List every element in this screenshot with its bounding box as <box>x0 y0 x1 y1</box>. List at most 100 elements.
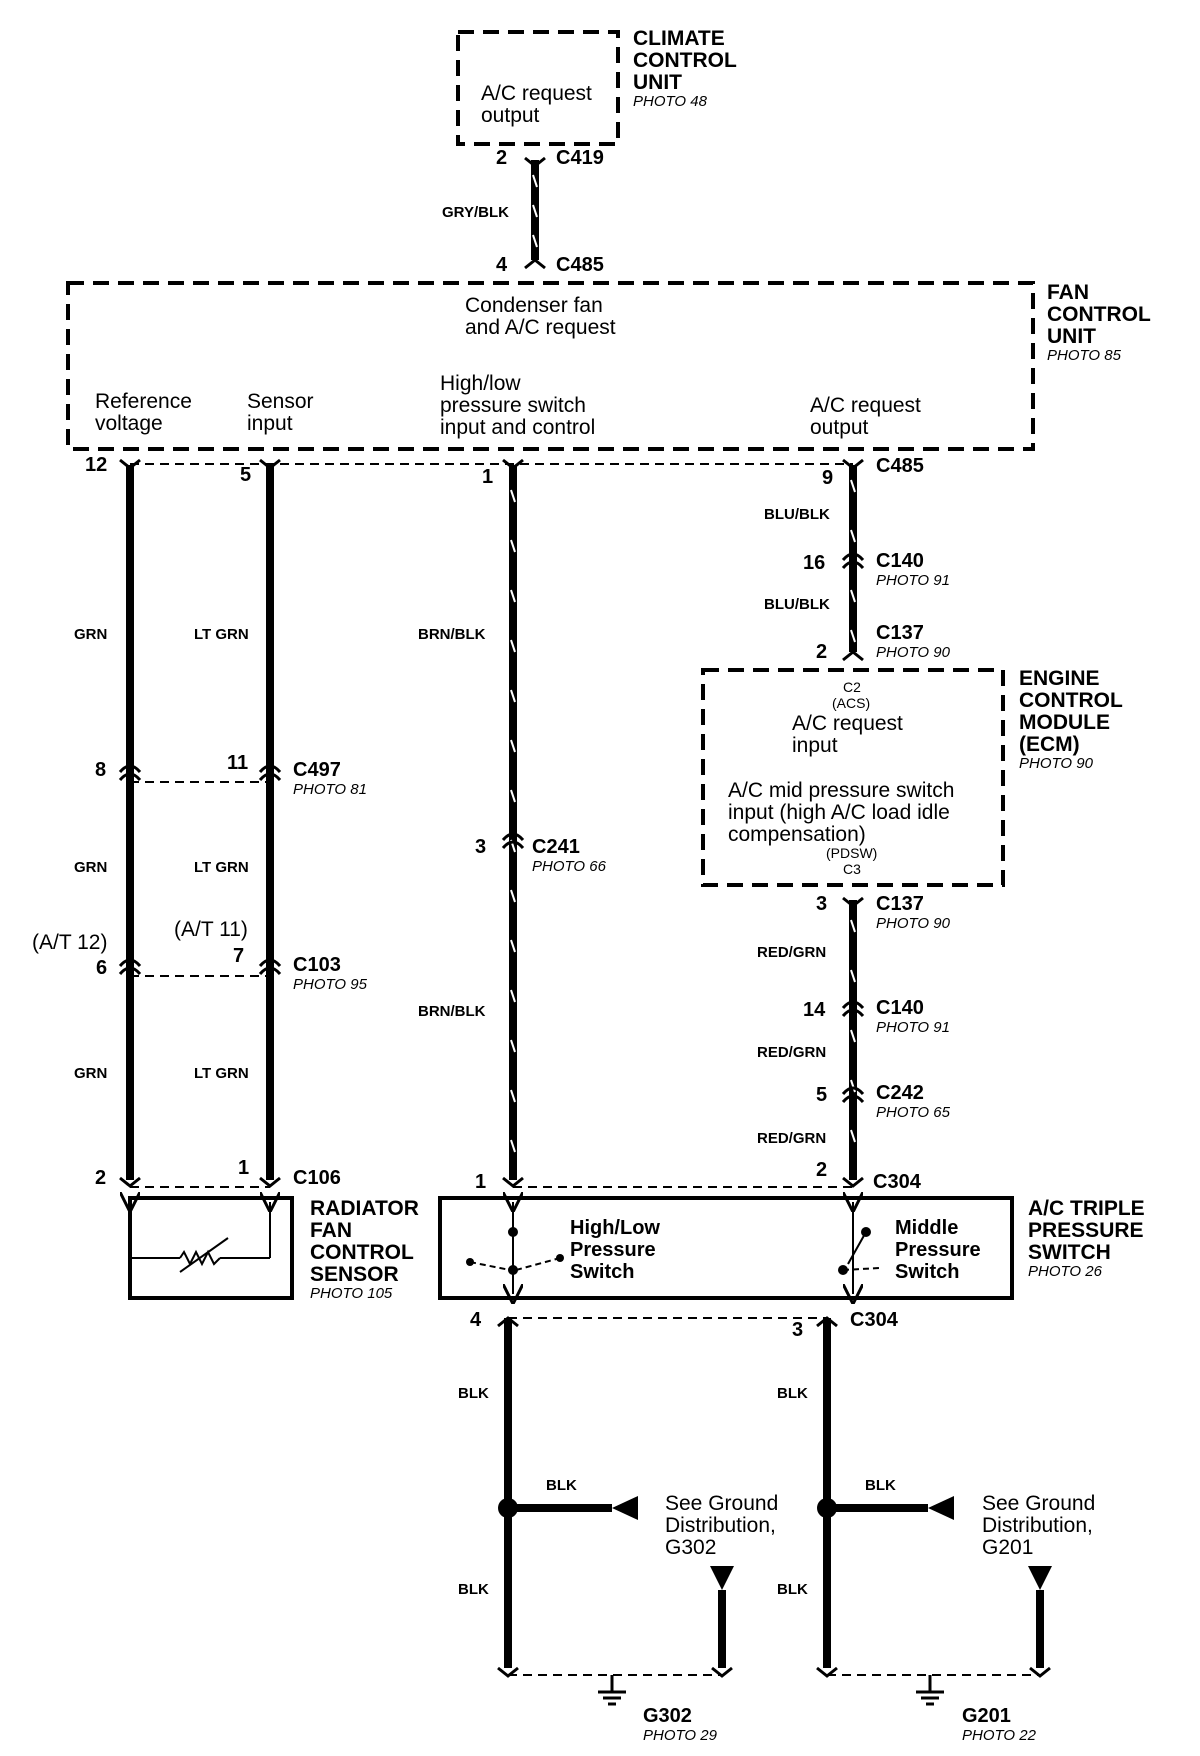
connector-c485-top: C485 <box>556 254 604 276</box>
see-ground-2-line2: Distribution, <box>982 1514 1093 1537</box>
see-ground-2-line1: See Ground <box>982 1492 1096 1515</box>
ecm-c3: C3 <box>843 861 861 877</box>
see-ground-1-line1: See Ground <box>665 1492 779 1515</box>
climate-control-unit-box <box>456 30 620 146</box>
climate-unit-name-3: UNIT <box>633 71 682 94</box>
wire-label-blu-blk-1: BLU/BLK <box>764 506 830 523</box>
fan-unit-name-2: CONTROL <box>1047 303 1151 326</box>
mid-switch-2: Pressure <box>895 1239 981 1261</box>
wire-label-gry-blk: GRY/BLK <box>442 204 509 221</box>
pin-3-c304: 3 <box>792 1319 804 1341</box>
pin-2-c137: 2 <box>816 641 828 663</box>
ecm-mid-1: A/C mid pressure switch <box>728 779 955 802</box>
pin-3-c137: 3 <box>816 893 828 915</box>
photo-95: PHOTO 95 <box>293 976 367 993</box>
photo-81: PHOTO 81 <box>293 781 367 798</box>
ground-symbols <box>598 1675 944 1706</box>
photo-90-bottom: PHOTO 90 <box>876 915 950 932</box>
ground-g201: G201 <box>962 1705 1011 1727</box>
photo-91-top: PHOTO 91 <box>876 572 950 589</box>
pin-11: 11 <box>227 752 249 774</box>
wire-label-blk-6: BLK <box>777 1581 808 1598</box>
see-ground-2-line3: G201 <box>982 1536 1034 1559</box>
pin-8: 8 <box>95 759 107 781</box>
hl-input-3: input and control <box>440 416 596 439</box>
ecm-name-1: ENGINE <box>1019 667 1100 690</box>
fan-control-unit-box <box>66 281 1035 451</box>
wire-label-lt-grn-2: LT GRN <box>194 859 249 876</box>
wire-label-blk-1: BLK <box>458 1385 489 1402</box>
pin-5: 5 <box>240 464 252 486</box>
pin-1-c106: 1 <box>238 1157 250 1179</box>
connector-c140-bottom: C140 <box>876 997 924 1019</box>
fan-unit-function-1: Condenser fan <box>465 294 603 317</box>
switch-symbols <box>469 1202 881 1294</box>
connector-c485-bottom: C485 <box>876 455 924 477</box>
wire-label-grn-3: GRN <box>74 1065 108 1082</box>
pin-4-c485: 4 <box>496 254 508 276</box>
climate-unit-name-1: CLIMATE <box>633 27 725 50</box>
connector-c103: C103 <box>293 954 341 976</box>
ecm-req-1: A/C request <box>792 712 903 735</box>
pin-5-c242: 5 <box>816 1084 828 1106</box>
triple-photo: PHOTO 26 <box>1028 1263 1102 1280</box>
connector-c140-top: C140 <box>876 550 924 572</box>
pin-1: 1 <box>482 466 494 488</box>
pin-2-c106: 2 <box>95 1167 107 1189</box>
photo-91-bottom: PHOTO 91 <box>876 1019 950 1036</box>
see-ground-1-line3: G302 <box>665 1536 717 1559</box>
pin-at-11: (A/T 11) <box>174 918 248 941</box>
radiator-name-4: SENSOR <box>310 1263 399 1286</box>
pin-16: 16 <box>803 552 826 574</box>
ecm-req-2: input <box>792 734 838 757</box>
radiator-name-3: CONTROL <box>310 1241 414 1264</box>
radiator-name-2: FAN <box>310 1219 352 1242</box>
wire-label-grn-1: GRN <box>74 626 108 643</box>
connector-c242: C242 <box>876 1082 924 1104</box>
thermistor-symbol <box>130 1202 270 1273</box>
connector-c304-top: C304 <box>873 1171 921 1193</box>
radiator-name-1: RADIATOR <box>310 1197 419 1220</box>
ecm-box <box>701 668 1005 887</box>
pin-2-c419: 2 <box>496 147 508 169</box>
pin-3-c241: 3 <box>475 836 487 858</box>
wire-label-red-grn-3: RED/GRN <box>757 1130 827 1147</box>
ground-g302: G302 <box>643 1705 692 1727</box>
fan-unit-name-3: UNIT <box>1047 325 1096 348</box>
climate-pin-label-2: output <box>481 104 540 127</box>
wire-label-red-grn-2: RED/GRN <box>757 1044 827 1061</box>
photo-90-top: PHOTO 90 <box>876 644 950 661</box>
ecm-mid-2: input (high A/C load idle <box>728 801 950 824</box>
wire-label-blu-blk-2: BLU/BLK <box>764 596 830 613</box>
fan-unit-function-2: and A/C request <box>465 316 616 339</box>
wire-label-blk-3: BLK <box>546 1477 577 1494</box>
mid-switch-1: Middle <box>895 1217 959 1239</box>
ac-request-output-2: output <box>810 416 869 439</box>
pin-1-c304: 1 <box>475 1171 487 1193</box>
pin-12: 12 <box>85 454 108 476</box>
hl-input-2: pressure switch <box>440 394 586 417</box>
radiator-photo: PHOTO 105 <box>310 1285 393 1302</box>
connector-c137-bottom: C137 <box>876 893 924 915</box>
ac-request-output-1: A/C request <box>810 394 921 417</box>
see-ground-1-line2: Distribution, <box>665 1514 776 1537</box>
ecm-c2: C2 <box>843 679 861 695</box>
wire-label-blk-4: BLK <box>865 1477 896 1494</box>
wire-label-lt-grn-1: LT GRN <box>194 626 249 643</box>
wire-label-brn-blk-2: BRN/BLK <box>418 1003 486 1020</box>
pin-4-c304: 4 <box>470 1309 482 1331</box>
mid-switch-3: Switch <box>895 1261 960 1283</box>
ecm-pdsw: (PDSW) <box>826 845 878 861</box>
connector-c419: C419 <box>556 147 604 169</box>
climate-unit-name-2: CONTROL <box>633 49 737 72</box>
hl-switch-2: Pressure <box>570 1239 656 1261</box>
wire-label-brn-blk-1: BRN/BLK <box>418 626 486 643</box>
wire-label-blk-5: BLK <box>458 1581 489 1598</box>
connector-c137-top: C137 <box>876 622 924 644</box>
ecm-name-2: CONTROL <box>1019 689 1123 712</box>
pin-7: 7 <box>233 945 245 967</box>
wire-label-lt-grn-3: LT GRN <box>194 1065 249 1082</box>
connector-c106: C106 <box>293 1167 341 1189</box>
